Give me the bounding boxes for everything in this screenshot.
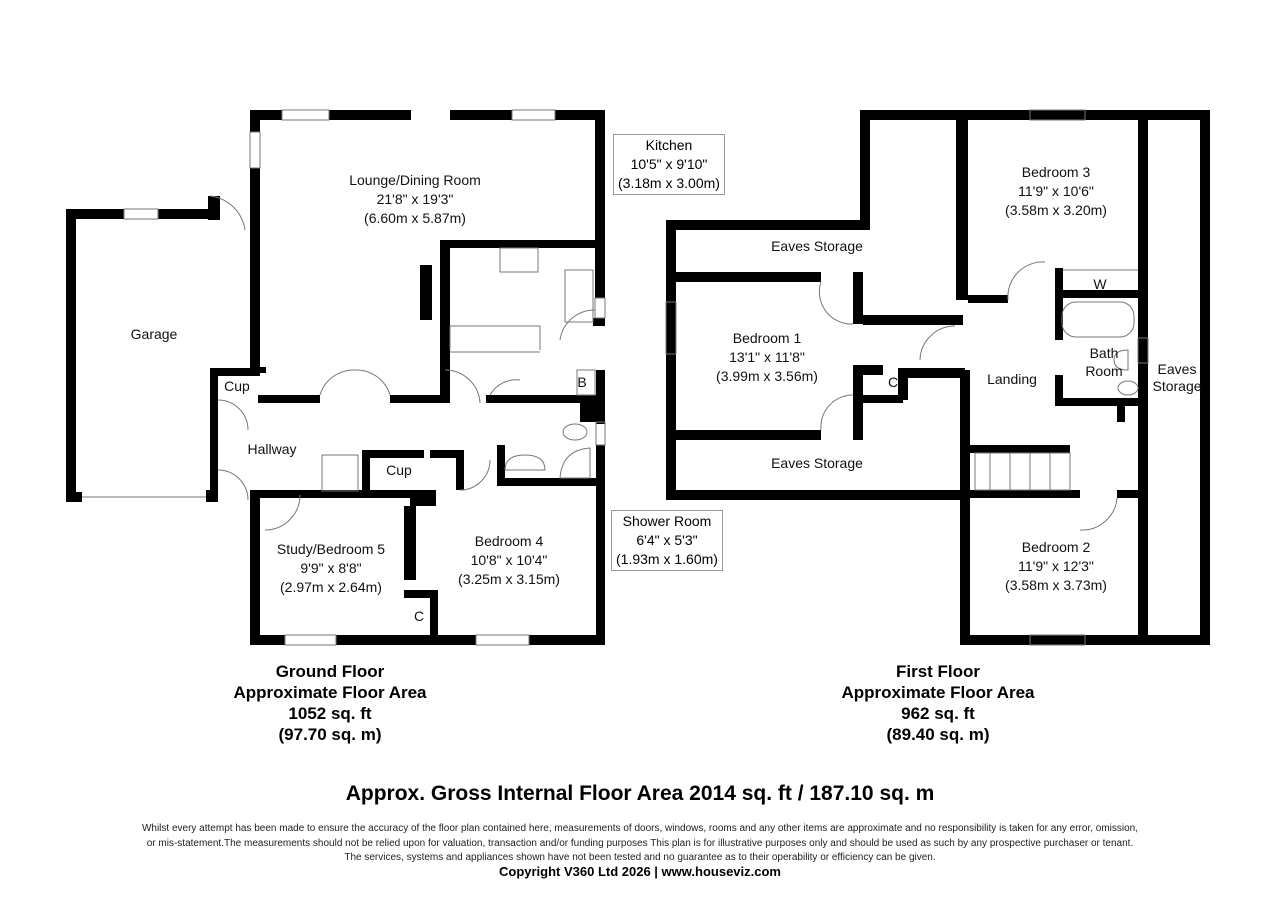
disclaimer-line-2: or mis-statement.The measurements should… <box>146 837 1134 849</box>
room-metric: (6.60m x 5.87m) <box>364 210 466 226</box>
room-garage: Garage <box>130 326 178 342</box>
room-lounge-dining: Lounge/Dining Room 21'8" x 19'3" (6.60m … <box>349 171 481 228</box>
room-cupboard-under-stairs: Cup <box>386 462 412 478</box>
floor-subtitle: Approximate Floor Area <box>233 683 427 702</box>
room-metric: (3.58m x 3.20m) <box>1005 202 1107 218</box>
room-metric: (3.58m x 3.73m) <box>1005 577 1107 593</box>
room-name: Shower Room <box>622 513 712 529</box>
room-cupboard-landing: C <box>887 374 899 390</box>
room-imperial: 11'9" x 12'3" <box>1018 558 1094 574</box>
room-metric: (2.97m x 2.64m) <box>280 579 382 595</box>
room-bedroom-1: Bedroom 1 13'1" x 11'8" (3.99m x 3.56m) <box>716 329 818 386</box>
room-metric: (3.18m x 3.00m) <box>618 175 720 191</box>
first-floor-summary: First Floor Approximate Floor Area 962 s… <box>841 661 1034 745</box>
room-bedroom-2: Bedroom 2 11'9" x 12'3" (3.58m x 3.73m) <box>1005 538 1107 595</box>
ground-floor-summary: Ground Floor Approximate Floor Area 1052… <box>233 661 426 745</box>
disclaimer: Whilst every attempt has been made to en… <box>0 822 1280 866</box>
room-metric: (3.25m x 3.15m) <box>458 571 560 587</box>
floor-area-sqm: (89.40 sq. m) <box>886 725 990 744</box>
room-imperial: 10'8" x 10'4" <box>470 552 548 568</box>
room-name: Bedroom 2 <box>1021 539 1091 555</box>
gross-internal-area: Approx. Gross Internal Floor Area 2014 s… <box>345 782 935 805</box>
room-name: Study/Bedroom 5 <box>276 541 386 557</box>
room-name-line1: Bath <box>1089 345 1119 361</box>
room-name-line1: Eaves <box>1157 361 1197 377</box>
room-cupboard-study: C <box>413 608 425 624</box>
room-study-bedroom-5: Study/Bedroom 5 9'9" x 8'8" (2.97m x 2.6… <box>277 540 385 597</box>
room-bedroom-3: Bedroom 3 11'9" x 10'6" (3.58m x 3.20m) <box>1005 163 1107 220</box>
floor-area-sqft: 962 sq. ft <box>901 704 975 723</box>
ground-floor-walls <box>66 110 605 645</box>
room-imperial: 13'1" x 11'8" <box>729 349 805 365</box>
copyright: Copyright V360 Ltd 2026 | www.houseviz.c… <box>498 864 781 879</box>
floor-area-sqft: 1052 sq. ft <box>288 704 372 723</box>
floor-area-sqm: (97.70 sq. m) <box>278 725 382 744</box>
floor-subtitle: Approximate Floor Area <box>841 683 1035 702</box>
room-wardrobe: W <box>1093 276 1107 292</box>
room-name: Lounge/Dining Room <box>349 172 481 188</box>
room-imperial: 21'8" x 19'3" <box>376 191 454 207</box>
room-boiler: B <box>577 374 587 390</box>
floor-title: Ground Floor <box>275 662 385 681</box>
room-hallway: Hallway <box>247 441 297 457</box>
callout-shower-room: Shower Room 6'4" x 5'3" (1.93m x 1.60m) <box>611 510 723 571</box>
floor-title: First Floor <box>895 662 981 681</box>
room-imperial: 9'9" x 8'8" <box>300 560 362 576</box>
disclaimer-line-1: Whilst every attempt has been made to en… <box>141 823 1139 834</box>
room-name: Bedroom 1 <box>732 330 802 346</box>
room-name-line2: Room <box>1085 363 1123 379</box>
callout-kitchen: Kitchen 10'5" x 9'10" (3.18m x 3.00m) <box>613 134 725 195</box>
room-bathroom: Bath Room <box>1085 344 1122 380</box>
first-floor-thin-lines <box>665 109 1149 646</box>
room-metric: (1.93m x 1.60m) <box>616 551 718 567</box>
room-metric: (3.99m x 3.56m) <box>716 368 818 384</box>
room-bedroom-4: Bedroom 4 10'8" x 10'4" (3.25m x 3.15m) <box>458 532 560 589</box>
room-cupboard-hall: Cup <box>224 378 250 394</box>
room-name: Bedroom 3 <box>1021 164 1091 180</box>
ground-floor-thin-lines <box>82 109 606 646</box>
room-imperial: 11'9" x 10'6" <box>1018 183 1094 199</box>
room-imperial: 6'4" x 5'3" <box>636 532 698 548</box>
room-imperial: 10'5" x 9'10" <box>630 156 708 172</box>
room-eaves-storage-bottom: Eaves Storage <box>771 455 863 471</box>
room-name: Bedroom 4 <box>474 533 544 549</box>
room-name-line2: Storage <box>1152 378 1202 394</box>
room-eaves-storage-top: Eaves Storage <box>771 238 863 254</box>
room-name: Kitchen <box>645 137 693 153</box>
room-eaves-storage-right: Eaves Storage <box>1152 361 1201 395</box>
room-landing: Landing <box>987 371 1037 387</box>
disclaimer-line-3: The services, systems and appliances sho… <box>344 852 936 863</box>
